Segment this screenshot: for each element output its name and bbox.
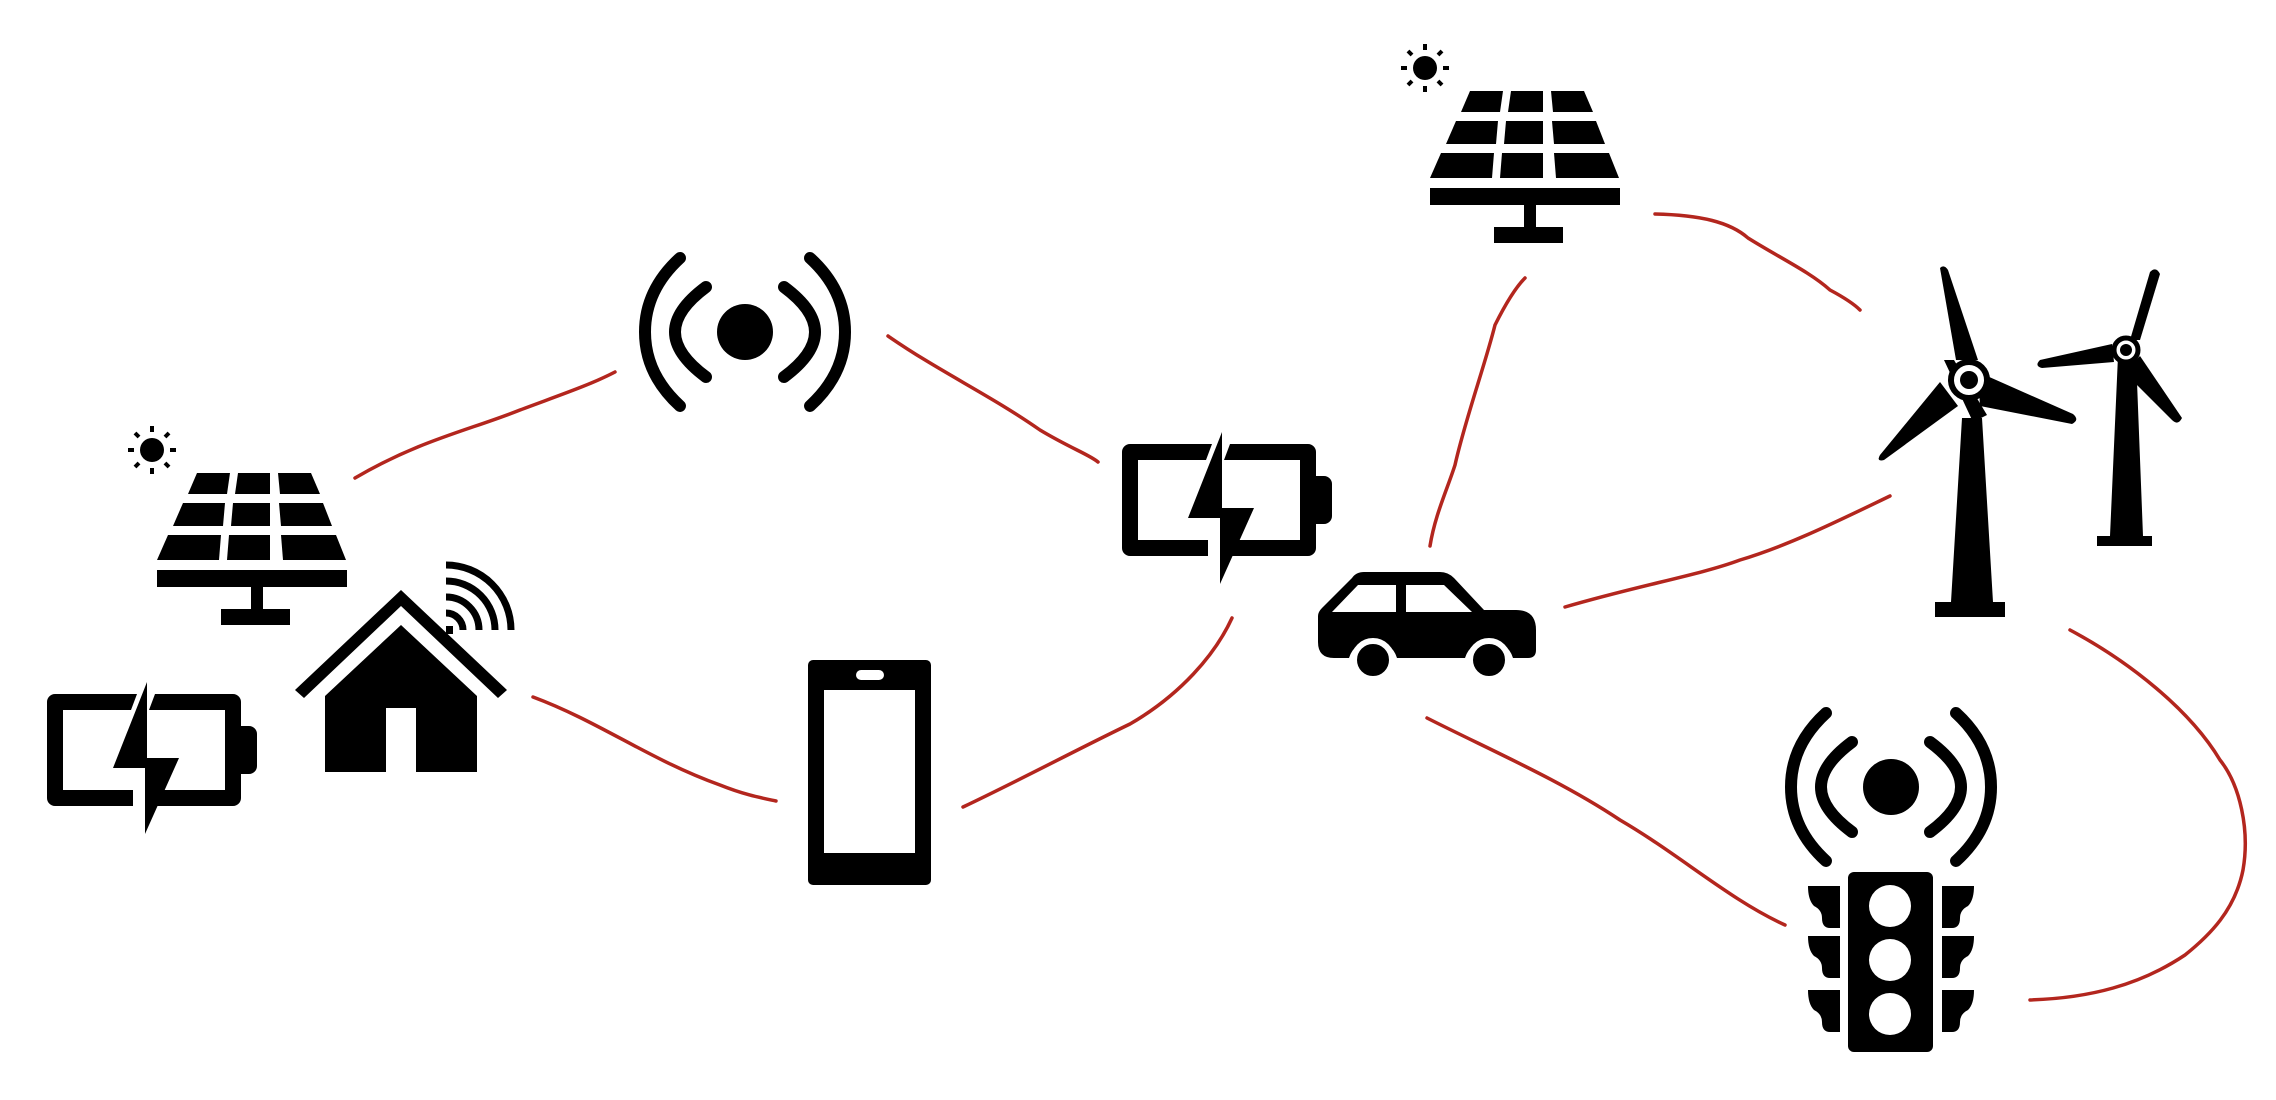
battery-charging-icon xyxy=(47,682,257,834)
solar-panel-sun-icon xyxy=(1399,42,1622,245)
traffic-light-icon xyxy=(1808,872,1974,1052)
link-car-traffic-light xyxy=(1425,716,1787,927)
wireless-signal-icon xyxy=(645,258,845,406)
smartphone-icon xyxy=(808,660,931,885)
link-car-wind xyxy=(1563,494,1892,609)
link-home-smartphone xyxy=(531,695,778,803)
wireless-signal-icon xyxy=(1791,713,1991,861)
link-car-solar-top xyxy=(1428,276,1527,548)
link-signal-top-battery-center xyxy=(886,334,1100,464)
link-wind-traffic-light xyxy=(2028,628,2247,1002)
links xyxy=(353,212,2247,1002)
link-smartphone-battery-center xyxy=(961,616,1234,809)
wind-turbine-icon xyxy=(1878,266,2182,617)
electric-car-icon xyxy=(1318,572,1536,682)
solar-panel-sun-icon xyxy=(126,424,349,627)
smart-home-wifi-icon xyxy=(295,561,515,772)
link-solar-top-wind xyxy=(1653,212,1862,312)
link-solar-left-signal-top xyxy=(353,370,617,480)
battery-charging-icon xyxy=(1122,432,1332,584)
